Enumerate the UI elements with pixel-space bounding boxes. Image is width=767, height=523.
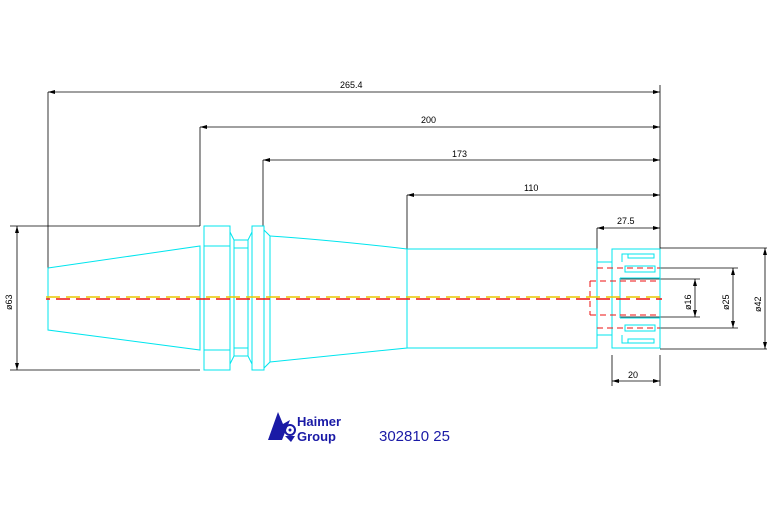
part-number: 302810 25 [379, 428, 450, 445]
center-line [46, 296, 662, 300]
dimension-lines [10, 85, 767, 386]
logo-emblem-icon [268, 412, 296, 442]
dim-label-dia-42: ø42 [753, 296, 763, 312]
dim-label-200: 200 [421, 115, 436, 125]
brand-logo: Haimer Group [268, 412, 341, 444]
dim-label-dia-63: ø63 [4, 294, 14, 310]
logo-line-2: Group [297, 429, 336, 444]
flange [203, 225, 231, 371]
dim-label-173: 173 [452, 149, 467, 159]
tool-outline [47, 225, 661, 371]
dim-label-20: 20 [628, 370, 638, 380]
dim-label-27-5: 27.5 [617, 216, 635, 226]
dim-label-dia-25: ø25 [721, 294, 731, 310]
collar [251, 225, 265, 371]
v-groove [229, 231, 235, 365]
dim-label-110: 110 [524, 183, 538, 193]
hidden-lines [589, 267, 660, 329]
dim-label-265: 265.4 [340, 80, 363, 90]
logo-line-1: Haimer [297, 414, 341, 429]
dimension-arrows [15, 90, 767, 383]
dim-label-dia-16: ø16 [683, 294, 693, 310]
taper-shank [47, 245, 201, 351]
